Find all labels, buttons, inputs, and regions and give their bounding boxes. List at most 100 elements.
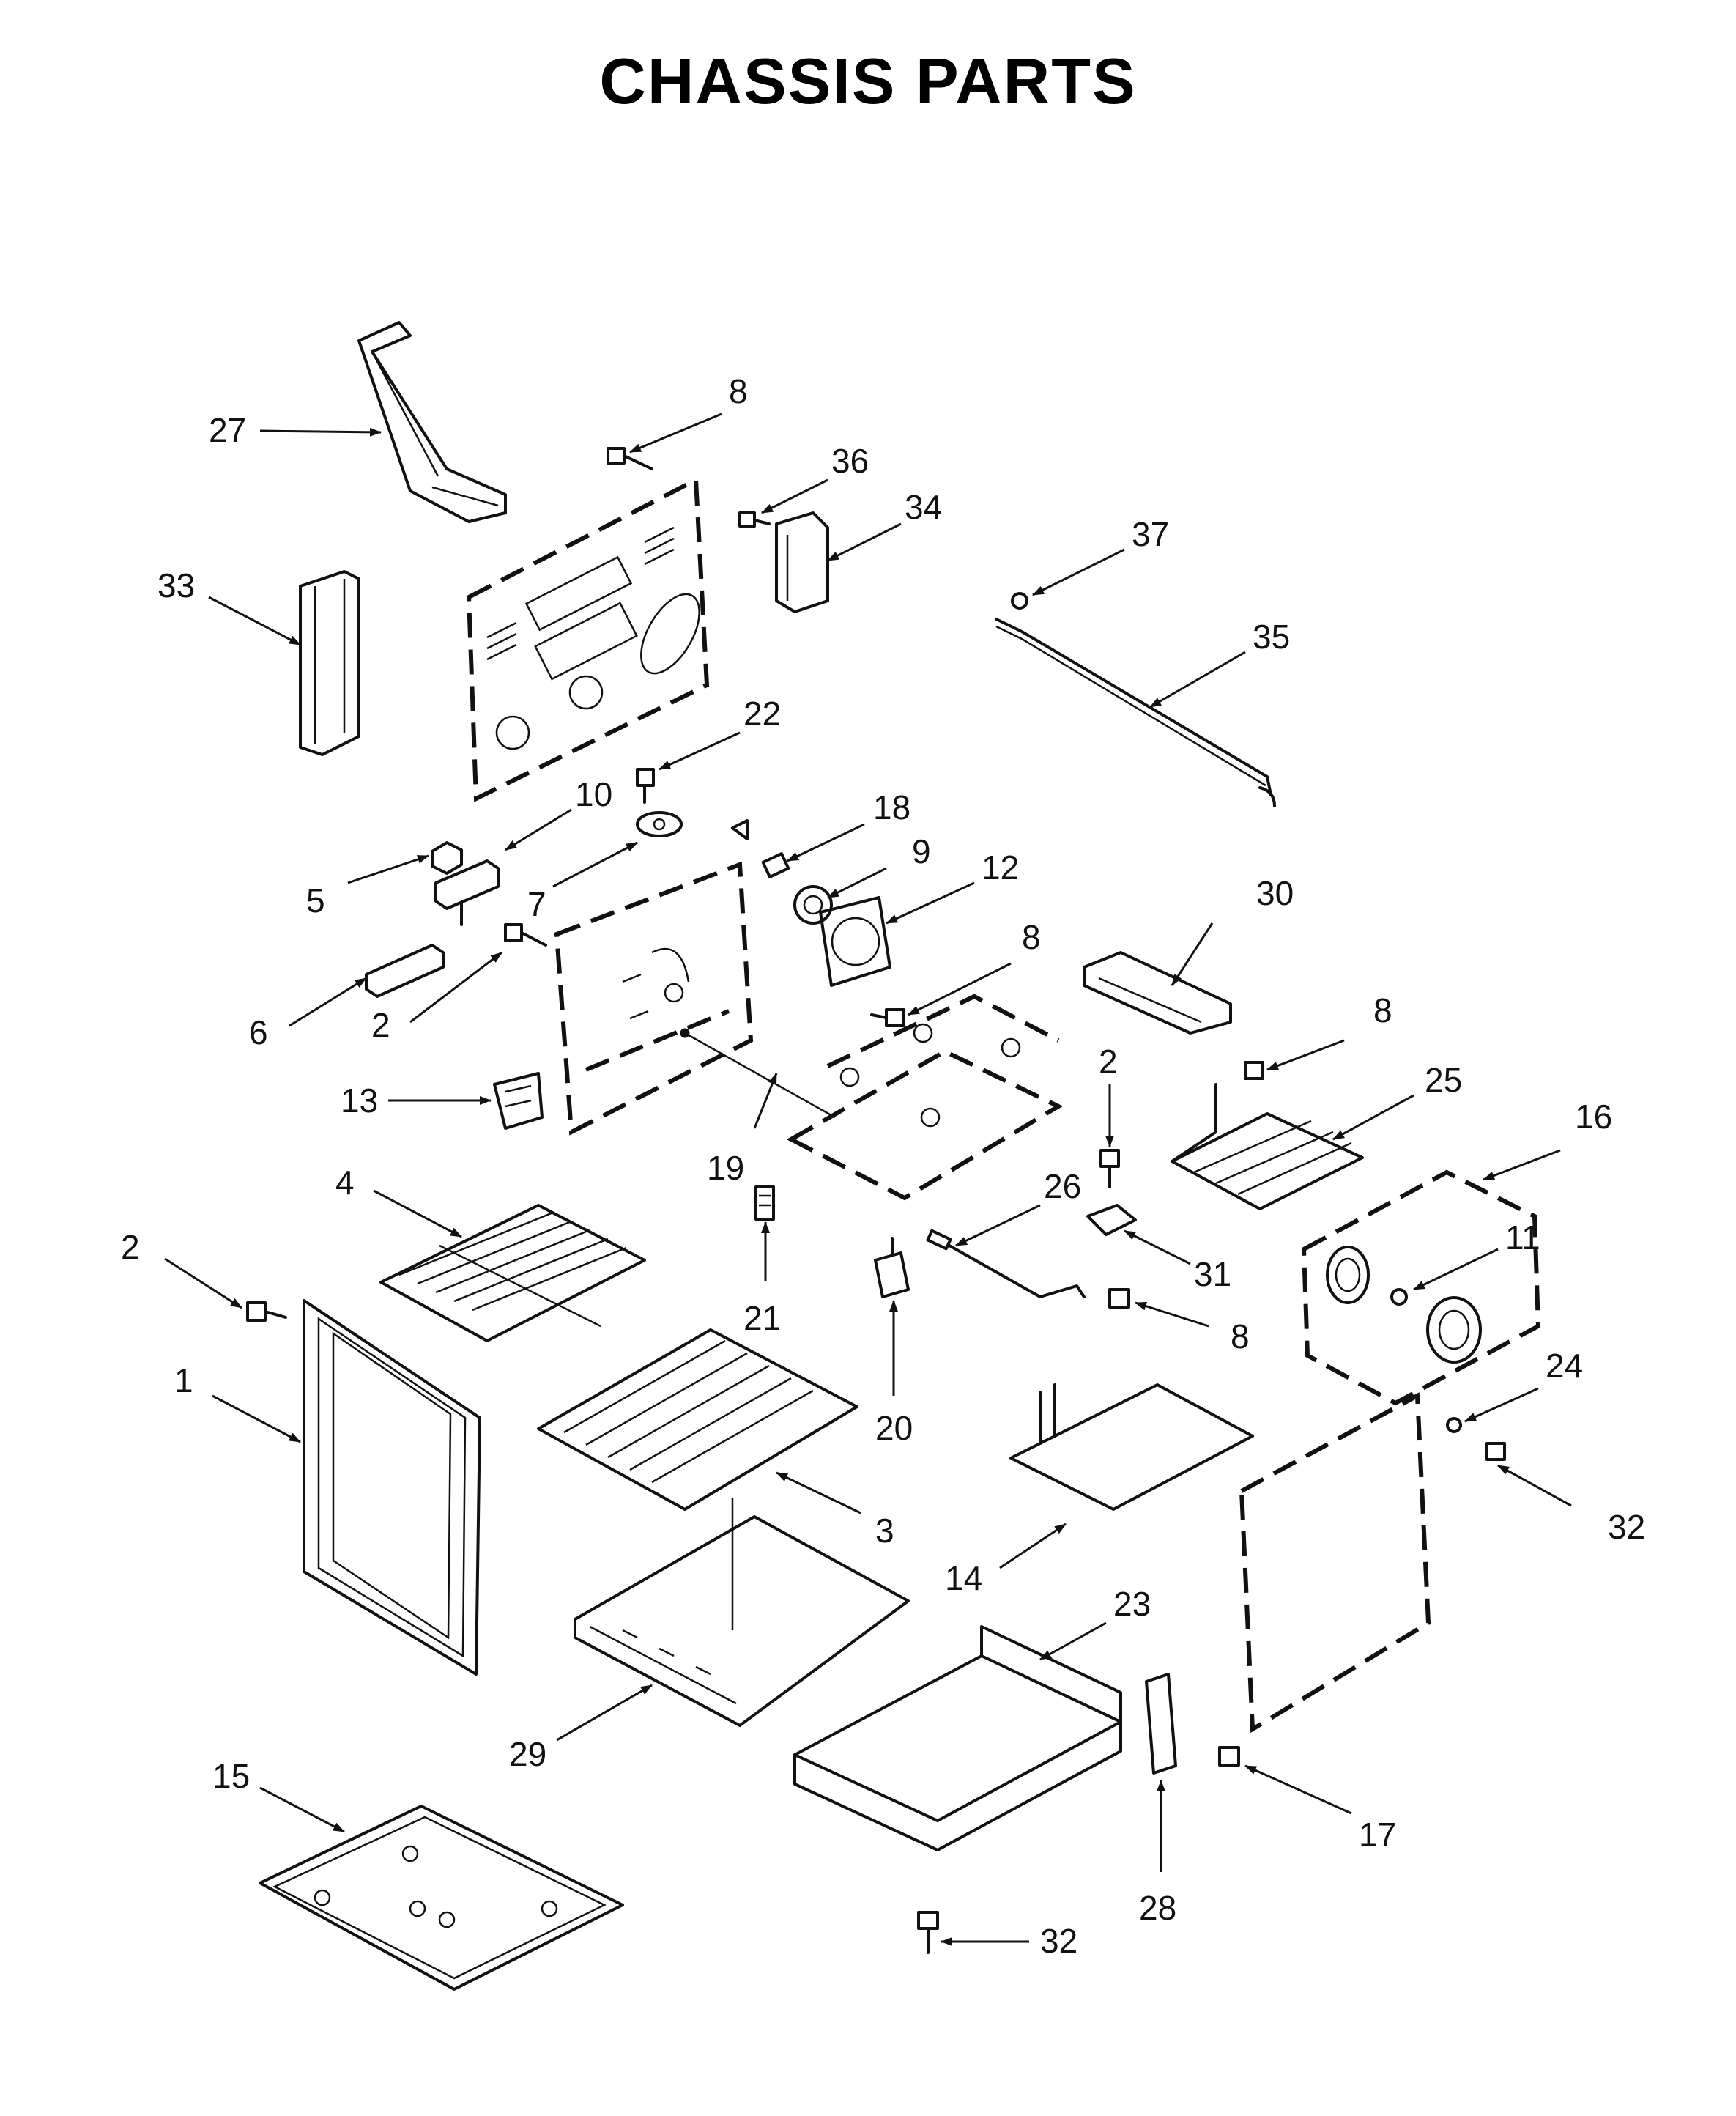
part-21-sensor <box>754 1185 775 1221</box>
callout-23: 23 <box>1113 1585 1151 1623</box>
callout-6: 6 <box>249 1013 268 1051</box>
part-29-drawer-front <box>574 1515 910 1727</box>
leader-8a <box>629 413 722 454</box>
callout-19: 19 <box>707 1149 744 1187</box>
callout-28: 28 <box>1139 1889 1176 1927</box>
callout-29: 29 <box>509 1735 546 1773</box>
leader-23 <box>1039 1621 1107 1661</box>
callout-7: 7 <box>527 885 546 923</box>
callout-30: 30 <box>1256 874 1294 912</box>
callout-24: 24 <box>1546 1347 1583 1385</box>
callout-22: 22 <box>743 695 781 733</box>
part-35-wire <box>995 592 1276 807</box>
part-4-oven-rack <box>379 1204 646 1342</box>
callout-32: 32 <box>1040 1922 1077 1960</box>
part-27-bracket <box>357 321 507 523</box>
part-23-drawer-liner <box>793 1625 1122 1852</box>
part-31-bracket <box>1086 1204 1137 1236</box>
callout-33: 33 <box>157 566 195 604</box>
callout-2: 2 <box>1099 1043 1118 1081</box>
leader-12 <box>886 881 975 925</box>
leader-25 <box>1332 1094 1414 1141</box>
leader-33 <box>208 596 301 646</box>
callout-9: 9 <box>912 832 931 870</box>
part-28-latch <box>1145 1673 1177 1775</box>
part-18-sensor <box>731 819 790 878</box>
callout-36: 36 <box>831 442 869 480</box>
part-10-terminal <box>434 859 500 926</box>
part-2-screw-c <box>246 1301 287 1322</box>
leader-36 <box>761 478 828 514</box>
part-8-screw-right <box>1244 1061 1264 1080</box>
part-17-screw <box>1218 1746 1240 1767</box>
callout-16: 16 <box>1575 1098 1612 1136</box>
callout-10: 10 <box>575 775 612 813</box>
part-6-bracket <box>365 944 445 998</box>
leader-2a <box>409 951 502 1024</box>
callout-2: 2 <box>371 1006 390 1044</box>
leader-8c <box>1266 1039 1345 1071</box>
part-20-valve <box>874 1237 910 1298</box>
callout-37: 37 <box>1132 515 1169 553</box>
part-right-side-panel <box>1239 1392 1506 1734</box>
callout-35: 35 <box>1253 618 1290 656</box>
part-22-screw <box>636 768 655 804</box>
leader-8b <box>908 962 1012 1016</box>
callout-leaders <box>164 413 1572 1946</box>
callout-3: 3 <box>875 1512 894 1550</box>
part-2-screw-a <box>504 923 547 947</box>
callout-21: 21 <box>743 1299 781 1337</box>
callout-4: 4 <box>335 1164 355 1202</box>
part-13-clip <box>493 1072 544 1130</box>
part-9-fan <box>793 885 833 925</box>
callout-5: 5 <box>306 881 325 920</box>
leader-9 <box>827 867 887 899</box>
leader-19 <box>753 1073 778 1129</box>
leader-26 <box>955 1204 1041 1247</box>
part-15-bottom-pan <box>259 1805 624 1991</box>
leader-3 <box>776 1471 861 1514</box>
callout-1: 1 <box>174 1361 193 1399</box>
part-33-channel <box>299 570 360 756</box>
part-3-roasting-rack <box>537 1328 858 1630</box>
callout-8: 8 <box>729 372 748 410</box>
callout-18: 18 <box>873 788 910 826</box>
part-34-block <box>775 511 829 613</box>
leader-7 <box>552 841 638 888</box>
part-30-cover <box>1083 951 1232 1035</box>
part-8-screw-mid <box>870 1008 905 1027</box>
part-5-nut <box>431 841 463 875</box>
callout-14: 14 <box>945 1559 982 1597</box>
callout-11: 11 <box>1505 1218 1540 1257</box>
leader-10 <box>505 808 572 851</box>
parts-artwork <box>246 321 1541 1991</box>
part-8-screw-top <box>607 447 653 470</box>
leader-4 <box>373 1189 462 1238</box>
leader-14 <box>999 1523 1067 1569</box>
leader-6 <box>289 977 367 1027</box>
leader-5 <box>347 854 429 884</box>
part-rear-panel <box>466 476 710 802</box>
part-12-fan-housing <box>819 896 891 987</box>
callout-2: 2 <box>121 1228 140 1266</box>
part-2-screw-b <box>1099 1149 1120 1188</box>
callout-34: 34 <box>905 488 942 526</box>
callout-31: 31 <box>1194 1255 1231 1293</box>
leader-2c <box>164 1257 242 1309</box>
leader-30 <box>1171 922 1214 986</box>
leader-22 <box>659 731 741 771</box>
callout-20: 20 <box>875 1409 913 1447</box>
part-8-screw-lower <box>1108 1288 1130 1309</box>
leader-27 <box>259 427 382 437</box>
leader-18 <box>787 823 865 862</box>
part-32-screw-bottom <box>917 1911 939 1954</box>
leader-34 <box>827 522 902 562</box>
callout-13: 13 <box>341 1081 378 1120</box>
part-25-broil-element <box>1171 1083 1364 1210</box>
leader-11 <box>1413 1248 1499 1291</box>
part-oven-cavity-bottom <box>786 994 1064 1201</box>
callout-32: 32 <box>1608 1508 1645 1546</box>
callout-12: 12 <box>982 848 1019 887</box>
callout-26: 26 <box>1044 1167 1081 1205</box>
